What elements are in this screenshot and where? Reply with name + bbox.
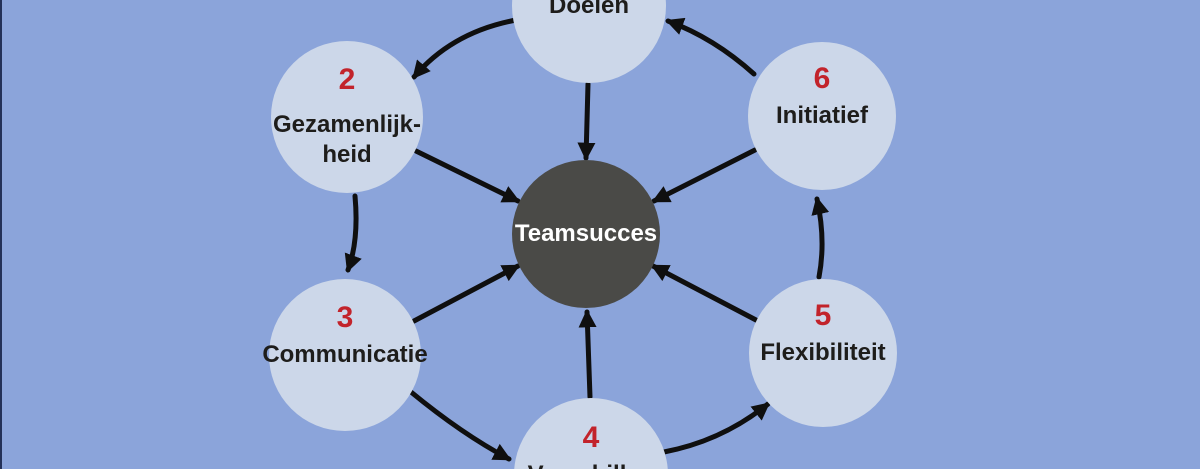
node-verschillen: 4 Verschillen <box>514 398 668 469</box>
arrow-flexibiliteit-to-center <box>650 263 759 323</box>
node-initiatief-number: 6 <box>813 62 831 95</box>
node-gezamenlijkheid-label: Gezamenlijk-heid <box>272 111 422 168</box>
left-edge-line <box>0 0 2 469</box>
arrow-flexibiliteit-to-initiatief <box>811 196 830 280</box>
arrow-communicatie-to-center <box>411 263 521 324</box>
node-initiatief: 6 Initiatief <box>748 42 896 190</box>
node-gezamenlijkheid: 2 Gezamenlijk-heid <box>271 41 423 193</box>
node-verschillen-label: Verschillen <box>504 460 678 469</box>
node-initiatief-label: Initiatief <box>775 102 868 129</box>
center-node-label: Teamsucces <box>514 220 658 247</box>
node-communicatie: 3 Communicatie <box>262 279 428 431</box>
node-gezamenlijkheid-number: 2 <box>338 63 356 96</box>
arrow-doelen-to-gezamenlijkheid <box>411 17 519 80</box>
arrow-verschillen-to-center <box>578 309 597 400</box>
node-doelen-label: Doelen <box>548 0 629 19</box>
node-communicatie-label: Communicatie <box>262 341 428 368</box>
arrow-verschillen-to-flexibiliteit <box>661 401 771 455</box>
node-flexibiliteit: 5 Flexibiliteit <box>749 279 897 427</box>
arrow-gezamenlijkheid-to-communicatie <box>344 193 362 273</box>
arrow-doelen-to-center <box>577 81 596 161</box>
arrow-initiatief-to-doelen <box>665 17 757 77</box>
node-flexibiliteit-label: Flexibiliteit <box>760 339 886 366</box>
arrow-initiatief-to-center <box>651 147 758 204</box>
node-flexibiliteit-number: 5 <box>814 299 832 332</box>
node-verschillen-number: 4 <box>582 421 600 454</box>
node-communicatie-number: 3 <box>336 301 354 334</box>
arrow-communicatie-to-verschillen <box>408 389 512 462</box>
center-node-teamsucces: Teamsucces <box>512 160 660 308</box>
arrow-gezamenlijkheid-to-center <box>413 148 521 204</box>
